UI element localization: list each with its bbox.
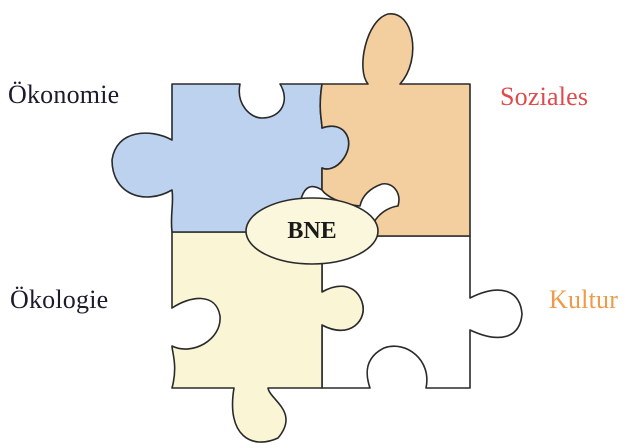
label-oekonomie: Ökonomie <box>8 80 120 109</box>
label-kultur: Kultur <box>549 285 619 314</box>
bne-center-oval <box>245 197 379 265</box>
label-oekologie: Ökologie <box>10 285 109 314</box>
bne-label: BNE <box>287 218 337 244</box>
label-soziales: Soziales <box>500 82 589 111</box>
puzzle-piece-soziales <box>319 13 471 237</box>
